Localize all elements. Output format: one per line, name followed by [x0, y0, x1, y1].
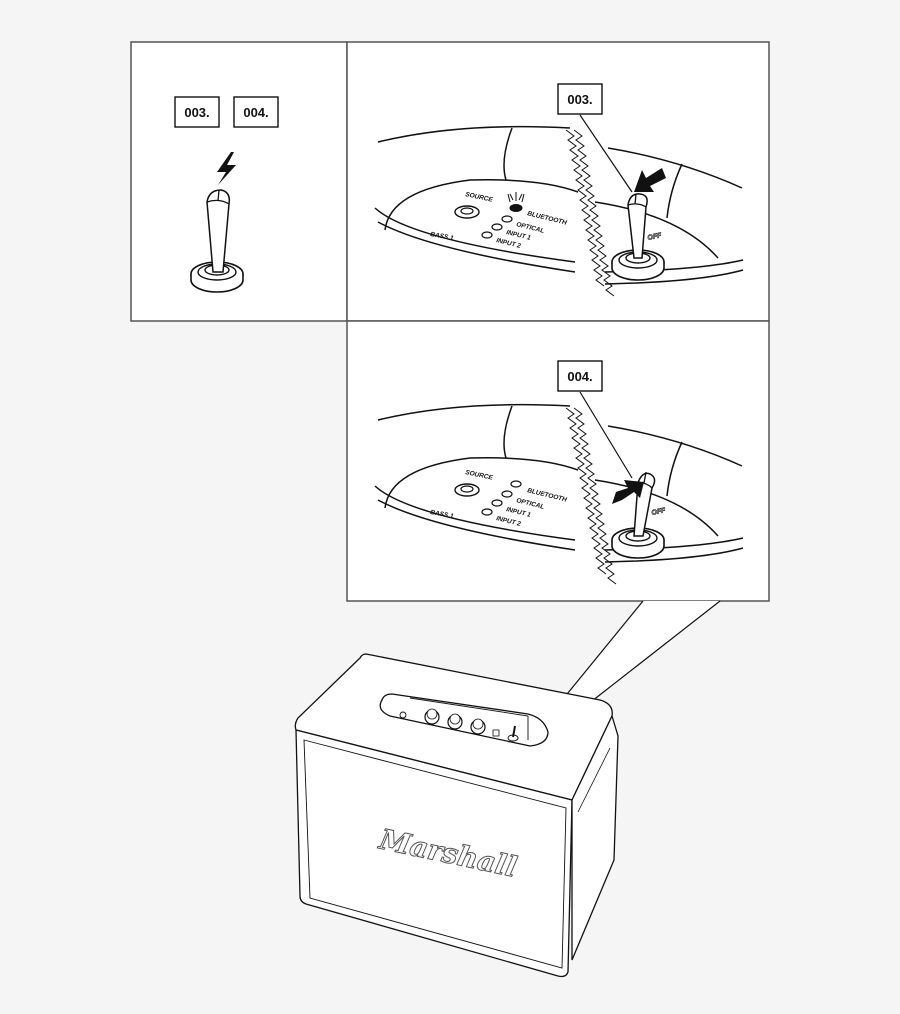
speaker: Marshall	[294, 653, 619, 978]
step-label-003: 003.	[174, 96, 220, 128]
arrow-up-icon	[612, 480, 644, 504]
callout-label-003: 003.	[557, 83, 603, 115]
bluetooth-led-off	[510, 480, 522, 488]
step-panel-003: SOURCE BLUETOOTH OPTICAL INPUT 1 INPUT 2…	[346, 41, 770, 322]
svg-text:BASS 1: BASS 1	[430, 231, 455, 242]
svg-text:004.: 004.	[243, 105, 268, 120]
toggle-switch-icon	[190, 189, 244, 293]
callout-label-004: 004.	[557, 360, 603, 392]
svg-text:BASS 1: BASS 1	[430, 509, 455, 520]
svg-text:003.: 003.	[567, 92, 592, 107]
legend-panel: 003. 004.	[130, 41, 348, 322]
lightning-bolt-icon	[217, 152, 236, 185]
treble-knob	[470, 718, 486, 735]
step-panel-004: SOURCE BLUETOOTH OPTICAL INPUT 1 INPUT 2…	[346, 320, 770, 602]
svg-text:003.: 003.	[184, 105, 209, 120]
svg-text:OFF: OFF	[651, 507, 667, 517]
volume-knob	[424, 708, 440, 725]
bass-knob	[447, 713, 463, 730]
step-label-004: 004.	[233, 96, 279, 128]
power-toggle	[507, 725, 519, 742]
arrow-down-icon	[634, 168, 666, 192]
svg-text:004.: 004.	[567, 369, 592, 384]
toggle-switch-icon	[611, 193, 665, 281]
svg-text:OFF: OFF	[647, 232, 663, 242]
bluetooth-led-on	[509, 204, 523, 212]
